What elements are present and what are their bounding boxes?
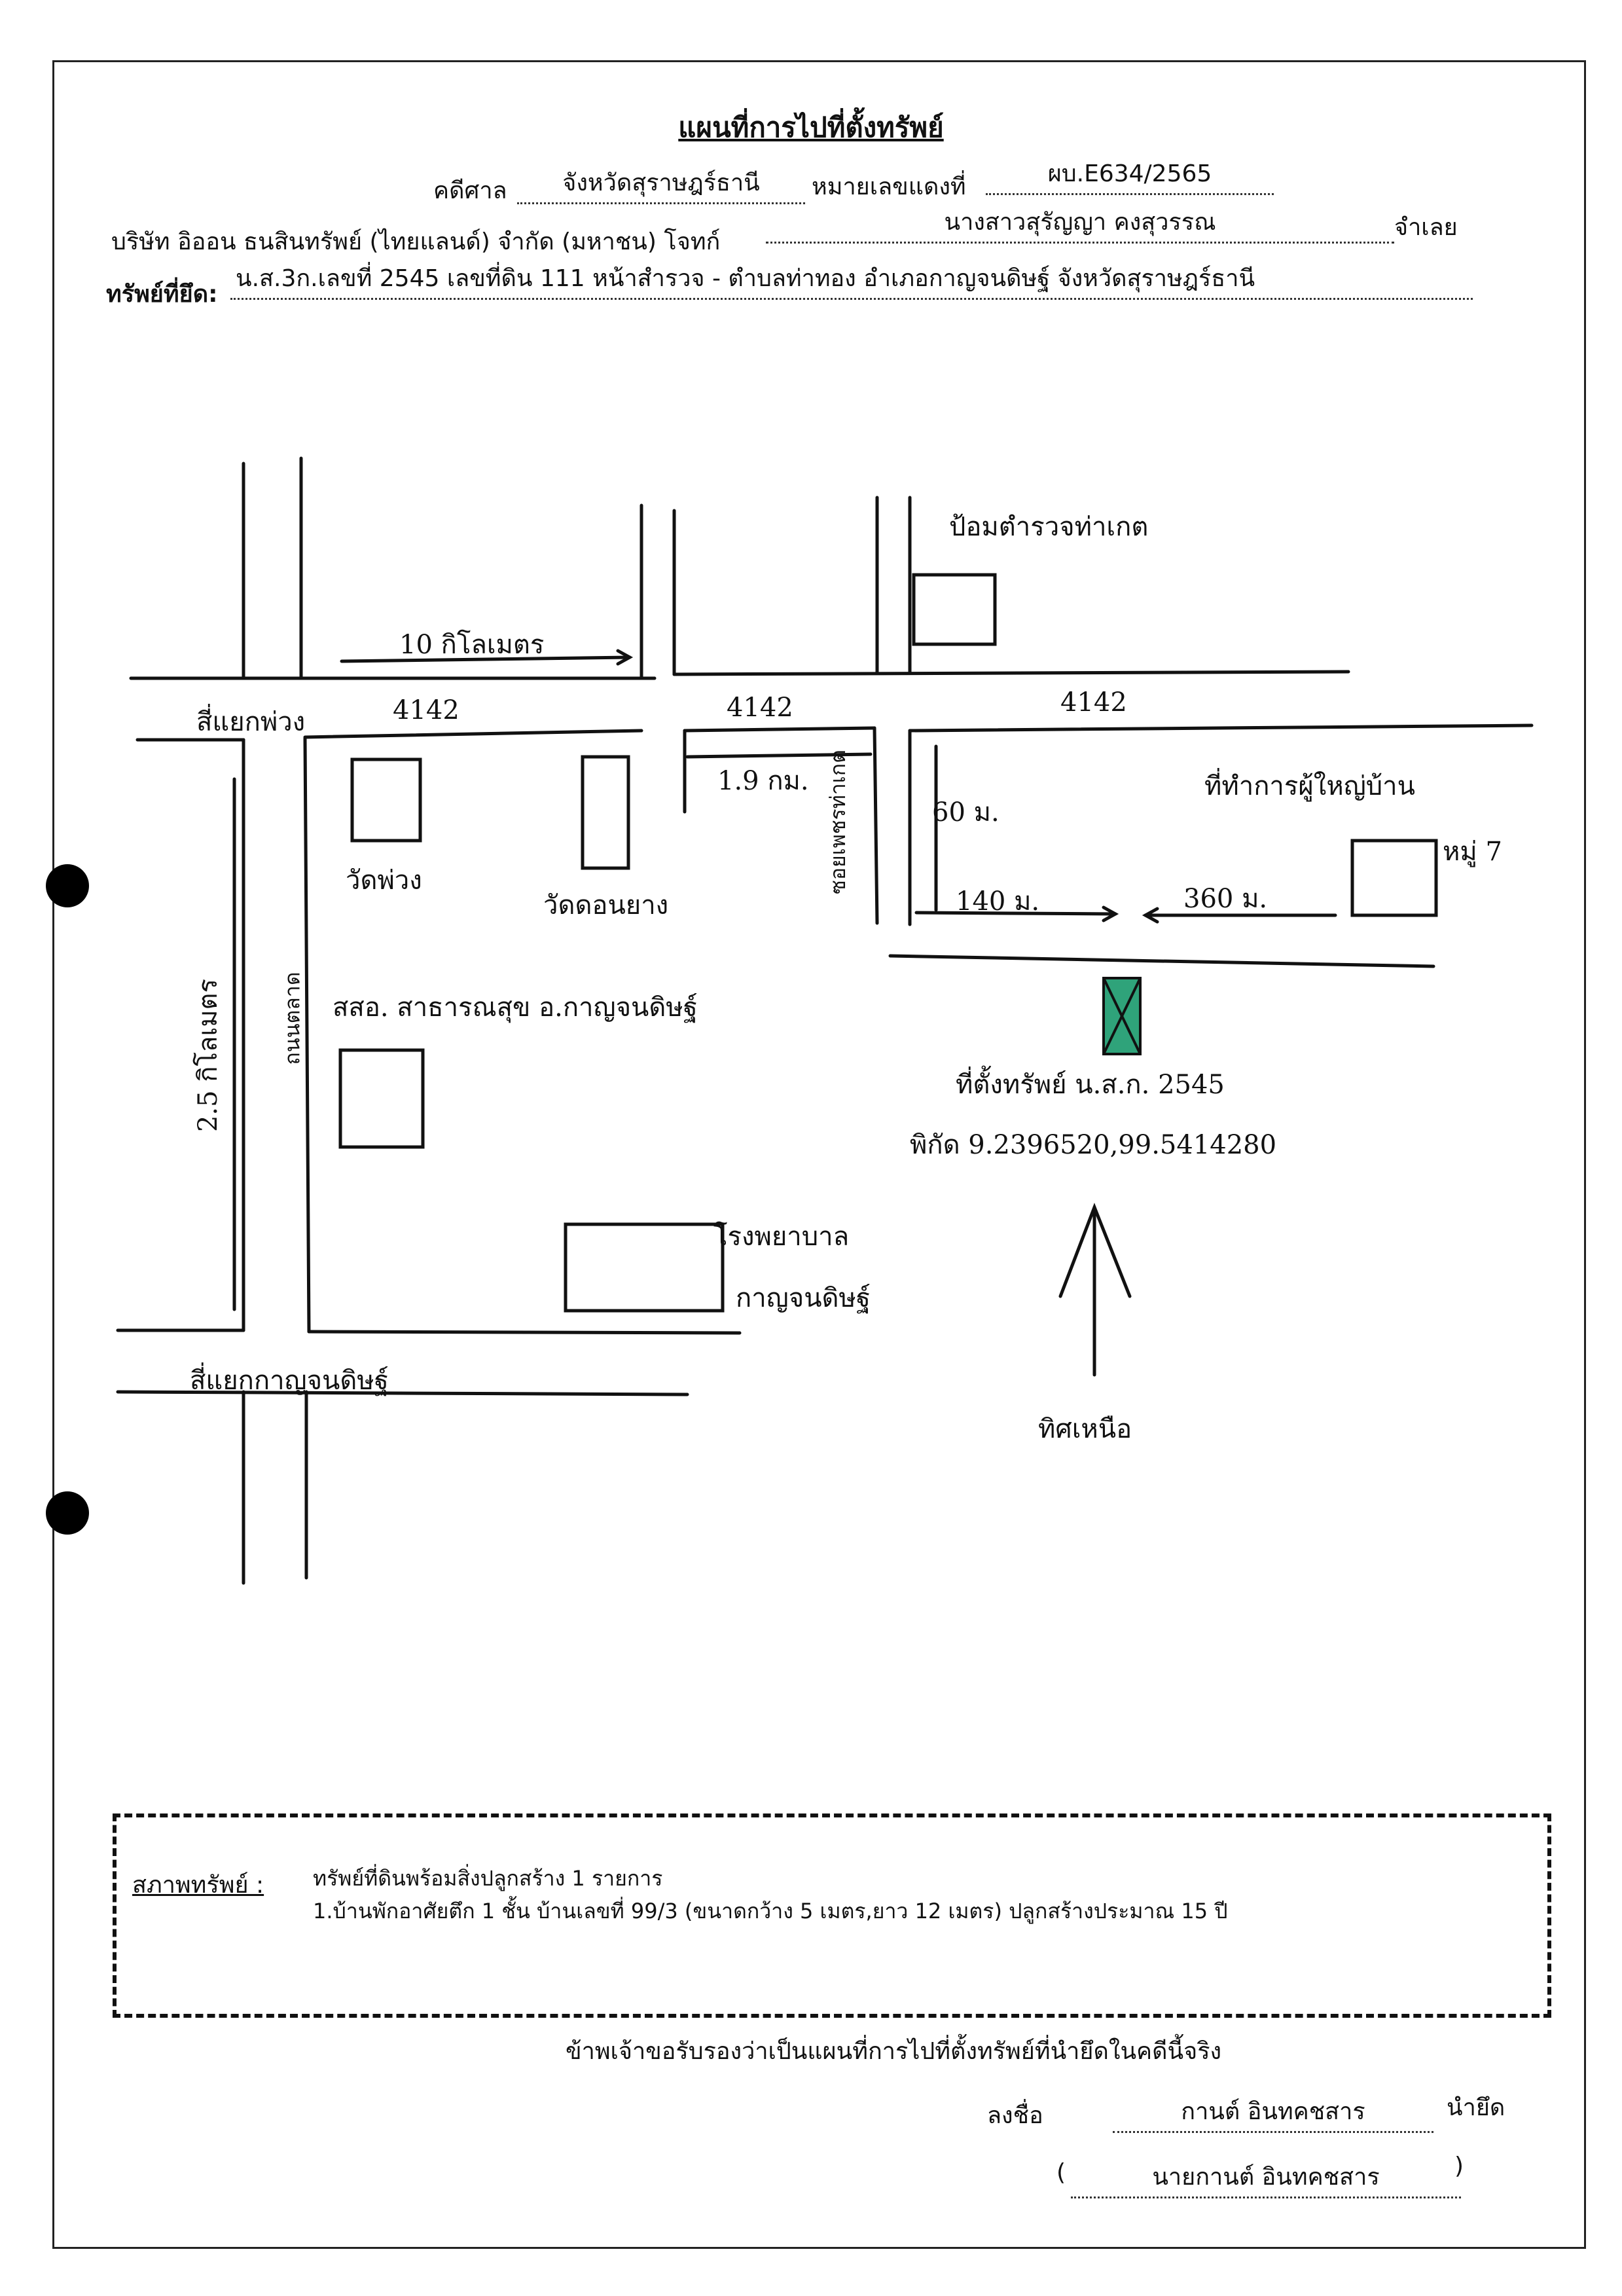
property-status-line2: 1.บ้านพักอาศัยตึก 1 ชั้น บ้านเลขที่ 99/3…	[313, 1899, 1228, 1923]
map-label-health-office: สสอ. สาธารณสุข อ.กาญจนดิษฐ์	[333, 993, 698, 1023]
printed-name-value: นายกานต์ อินทคชสาร	[1071, 2158, 1461, 2198]
court-label: คดีศาล	[433, 177, 507, 204]
signature-role: นำยึด	[1447, 2094, 1505, 2121]
property-marker	[1102, 977, 1142, 1055]
road-line	[116, 1390, 689, 1396]
case-number-value: ผบ.E634/2565	[986, 155, 1274, 195]
map-label-village-office: ที่ทำการผู้ใหญ่บ้าน	[1204, 771, 1415, 801]
court-value: จังหวัดสุราษฎร์ธานี	[517, 164, 805, 204]
road-line	[303, 729, 643, 739]
village-office-building	[1350, 839, 1438, 917]
property-label: ทรัพย์ที่ยึด:	[106, 281, 218, 308]
map-label-north: ทิศเหนือ	[1038, 1414, 1132, 1444]
map-label-property: ที่ตั้งทรัพย์ น.ส.ก. 2545	[956, 1070, 1225, 1100]
road-line	[303, 737, 311, 1334]
map-label-road-4142-b: 4142	[727, 693, 793, 723]
hospital-building	[564, 1222, 725, 1313]
road-line	[888, 954, 1435, 968]
road-line	[307, 1330, 742, 1335]
name-open-paren: (	[1056, 2159, 1066, 2186]
road-line	[908, 723, 1534, 733]
property-marker-cross	[1102, 977, 1142, 1055]
map-label-hospital-line1: โรงพยาบาล	[713, 1222, 850, 1252]
map-label-coordinates: พิกัด 9.2396520,99.5414280	[910, 1130, 1277, 1160]
map-label-dist-140m: 140 ม.	[956, 886, 1040, 917]
map-label-junction-phuang: สี่แยกพ่วง	[196, 707, 306, 737]
property-status-line1: ทรัพย์ที่ดินพร้อมสิ่งปลูกสร้าง 1 รายการ	[313, 1866, 663, 1891]
road-line	[873, 726, 879, 925]
distance-arrow	[340, 655, 632, 663]
signature-label: ลงชื่อ	[987, 2102, 1043, 2129]
property-status-label: สภาพทรัพย์ :	[132, 1872, 264, 1899]
case-number-label: หมายเลขแดงที่	[812, 173, 966, 200]
document-title: แผนที่การไปที่ตั้งทรัพย์	[678, 111, 944, 143]
punch-hole-upper	[46, 864, 89, 907]
north-arrow-head	[1058, 1203, 1132, 1298]
page-border	[52, 60, 1586, 2249]
map-label-wat-phuang: วัดพ่วง	[346, 866, 422, 896]
police-box-building	[912, 573, 997, 646]
distance-arrow	[914, 911, 1117, 916]
distance-arrow	[685, 752, 873, 759]
map-label-junction-kanchanadit: สี่แยกกาญจนดิษฐ์	[190, 1366, 389, 1396]
map-label-moo-7: หมู่ 7	[1443, 837, 1502, 867]
distance-arrow-head	[1142, 907, 1159, 924]
defendant-label: จำเลย	[1394, 214, 1458, 241]
map-label-dist-10km: 10 กิโลเมตร	[399, 630, 545, 660]
map-label-road-talad: ถนนตลาด	[279, 972, 305, 1065]
defendant-value: นางสาวสุรัญญา คงสุวรรณ	[766, 203, 1394, 244]
map-label-police-box: ป้อมตำรวจท่าเกต	[949, 512, 1149, 542]
distance-arrow-head	[1102, 905, 1119, 922]
map-label-road-4142-c: 4142	[1060, 687, 1127, 718]
health-office-building	[338, 1048, 425, 1149]
wat-phuang-building	[350, 757, 422, 843]
map-label-dist-60m: 60 ม.	[932, 797, 1000, 828]
road-line	[672, 670, 1350, 676]
punch-hole-lower	[46, 1491, 89, 1535]
map-label-soi-tha-ket: ซอยเพชรท่าเกต	[825, 750, 850, 894]
wat-don-yang-building	[581, 755, 630, 870]
road-line	[683, 726, 876, 733]
map-label-road-4142-a: 4142	[393, 695, 460, 725]
property-value: น.ส.3ก.เลขที่ 2545 เลขที่ดิน 111 หน้าสำร…	[230, 259, 1473, 300]
certification-statement: ข้าพเจ้าขอรับรองว่าเป็นแผนที่การไปที่ตั้…	[566, 2038, 1222, 2065]
name-close-paren: )	[1454, 2153, 1464, 2179]
plaintiff-text: บริษัท อิออน ธนสินทรัพย์ (ไทยแลนด์) จำกั…	[111, 228, 721, 255]
property-status-box	[113, 1813, 1551, 2018]
map-label-dist-2-5km: 2.5 กิโลเมตร	[193, 978, 224, 1133]
map-label-dist-360m: 360 ม.	[1183, 884, 1268, 914]
map-label-wat-don-yang: วัดดอนยาง	[543, 890, 669, 920]
map-label-dist-1-9km: 1.9 กม.	[717, 766, 809, 796]
signature-value: กานต์ อินทคชสาร	[1113, 2092, 1433, 2133]
distance-arrow-head	[616, 649, 634, 666]
map-label-hospital-line2: กาญจนดิษฐ์	[736, 1283, 871, 1313]
